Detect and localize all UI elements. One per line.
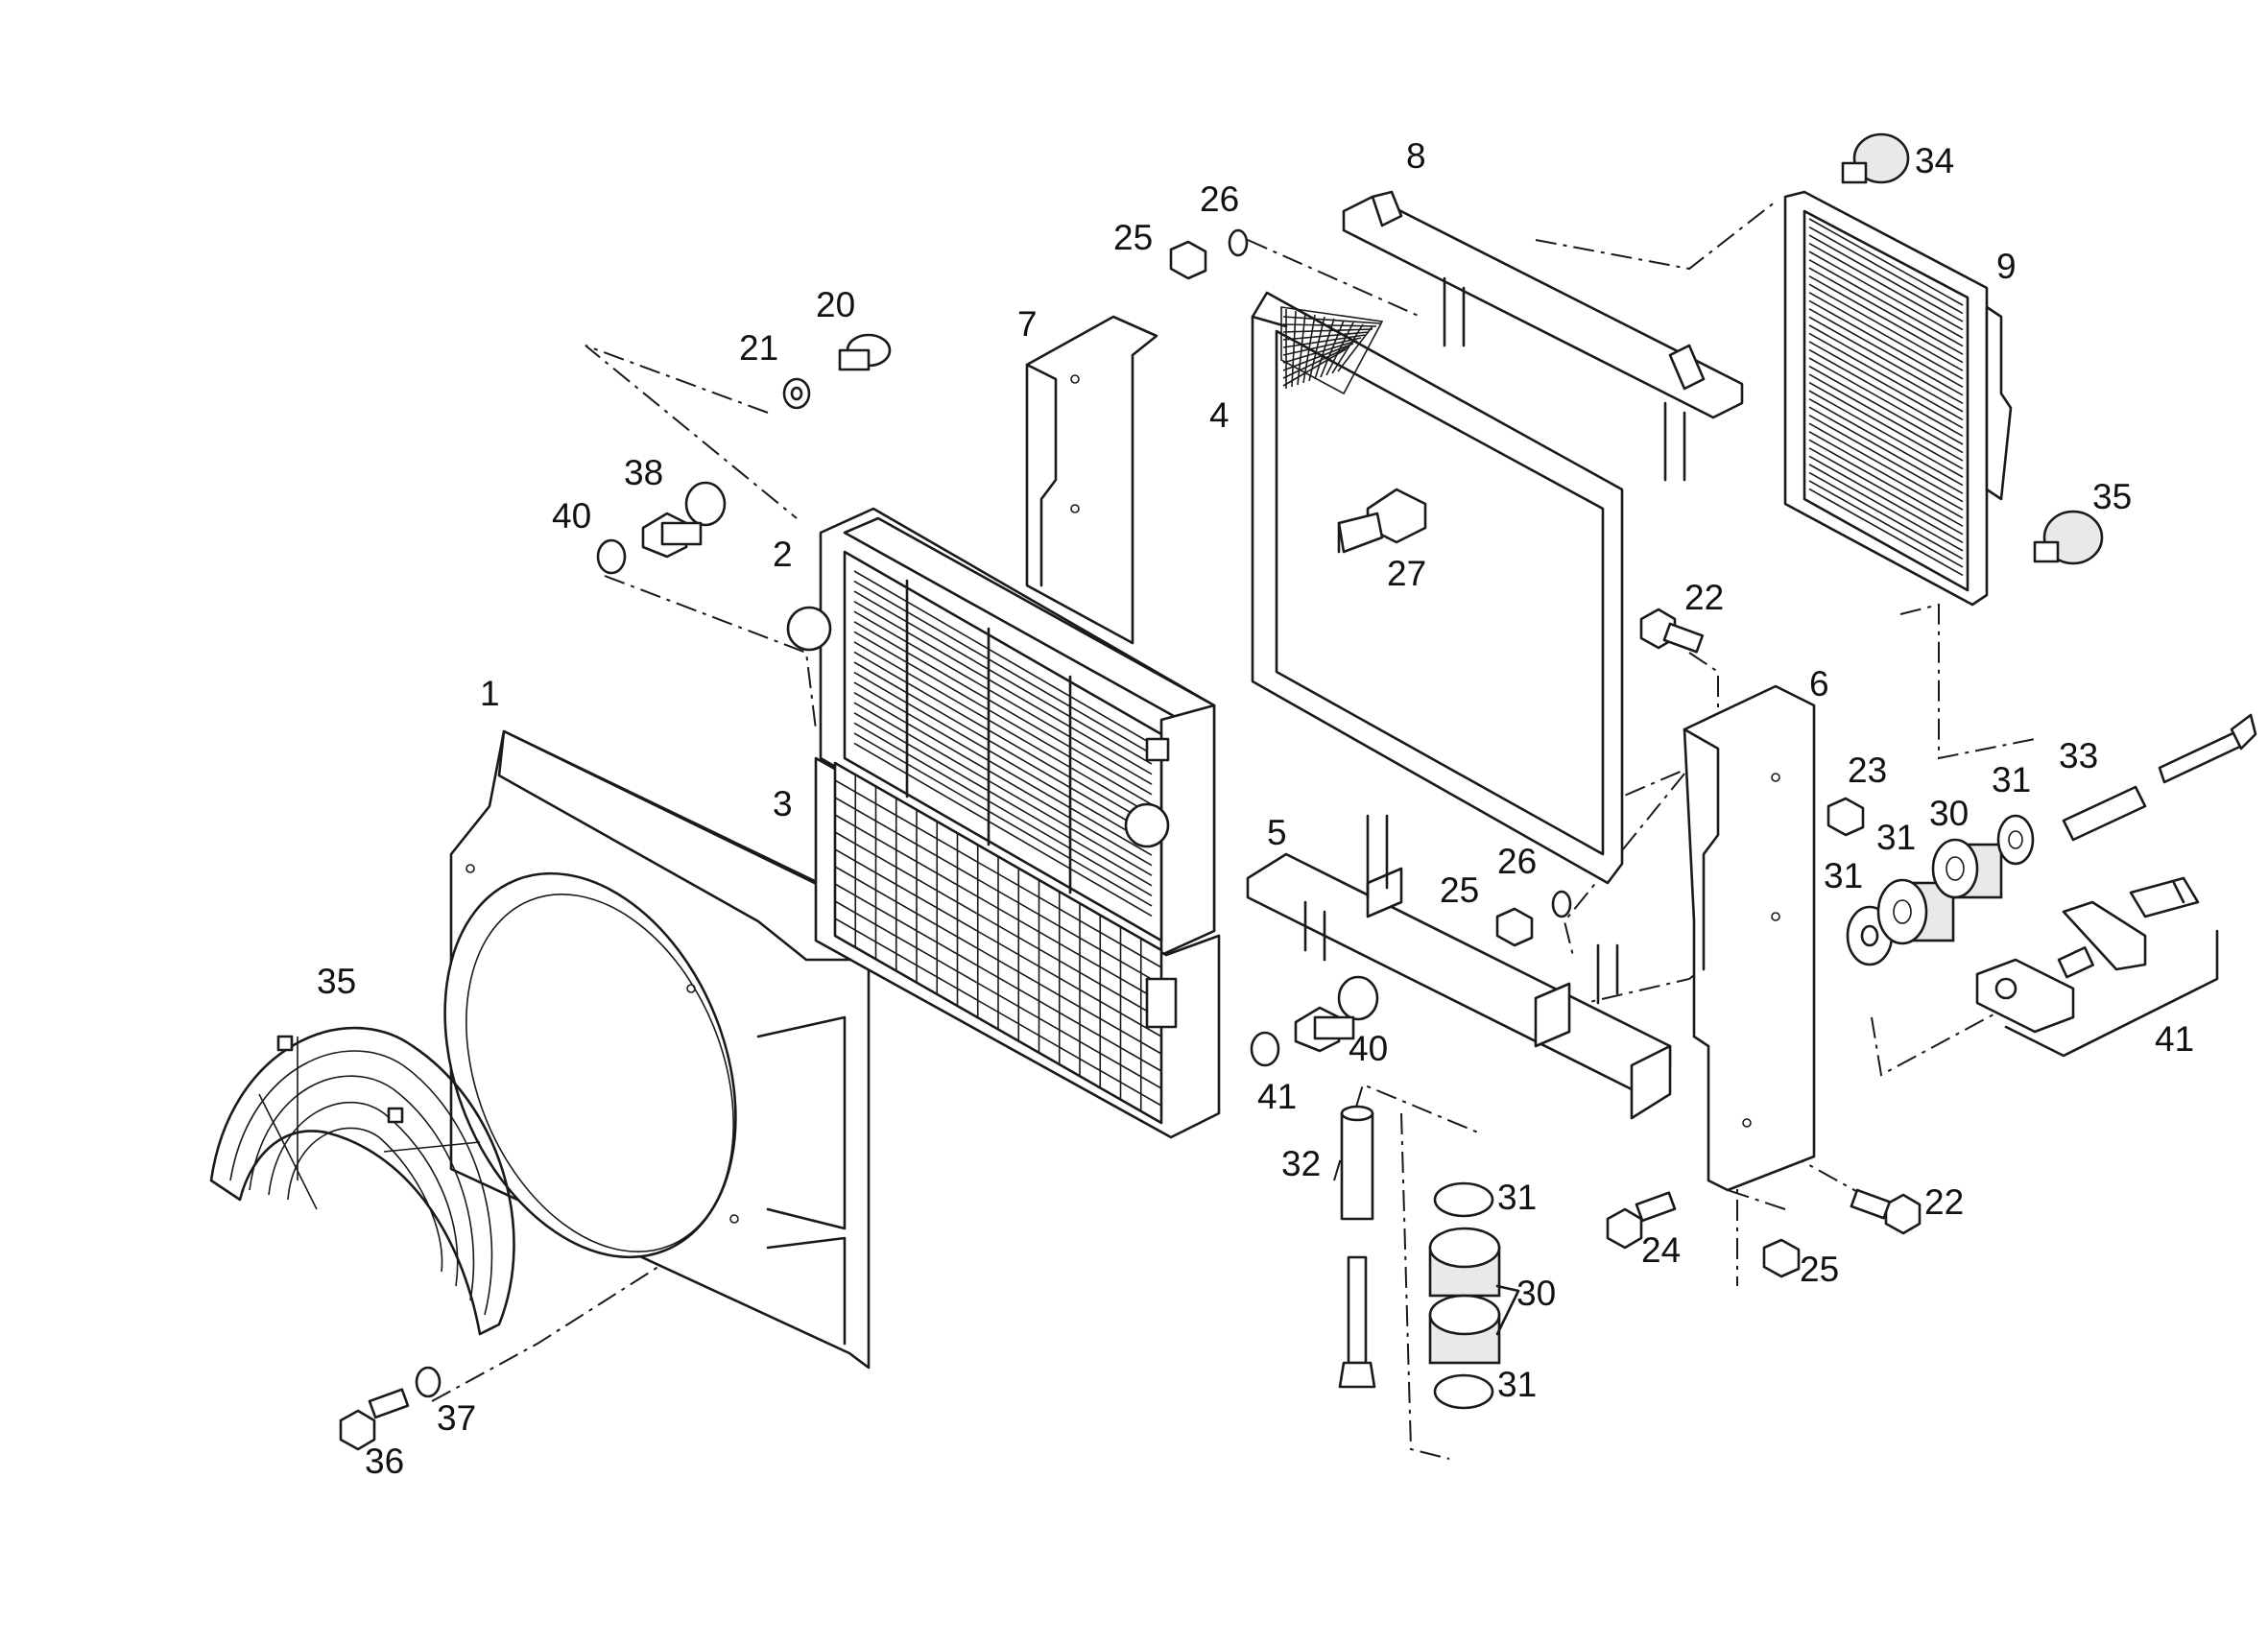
callout-label: 40 bbox=[1349, 1029, 1388, 1068]
callout-label: 2 bbox=[773, 535, 793, 574]
callout-label: 31 bbox=[1497, 1365, 1537, 1404]
part-35-mount bbox=[1841, 132, 1910, 184]
callout-label: 21 bbox=[739, 328, 778, 368]
callout-label: 30 bbox=[1929, 794, 1969, 833]
callout-label: 5 bbox=[1267, 813, 1287, 852]
callout-label: 40 bbox=[552, 496, 591, 536]
part-31-washer bbox=[1433, 1181, 1494, 1218]
part-37-bolt bbox=[339, 1388, 410, 1451]
part-1-fan-shroud bbox=[443, 729, 871, 1370]
part-27-bolt bbox=[1337, 488, 1427, 554]
part-2-radiator bbox=[786, 507, 1216, 957]
part-26-lock-washer bbox=[1228, 228, 1249, 257]
callout-label: 31 bbox=[1876, 818, 1916, 857]
callout-label: 9 bbox=[1996, 247, 2017, 286]
callout-label: 31 bbox=[1497, 1178, 1537, 1217]
part-30-bushing bbox=[1931, 838, 2003, 899]
part-7-left-support bbox=[1025, 315, 1158, 645]
callout-label: 3 bbox=[773, 784, 793, 823]
callout-label: 38 bbox=[624, 453, 663, 492]
callout-labels: 1 2 3 4 5 6 7 8 9 20 21 22 22 23 24 25 2… bbox=[317, 136, 2194, 1481]
part-22-bolt bbox=[1850, 1188, 1922, 1235]
part-22-bolt bbox=[1639, 608, 1705, 654]
callout-label: 25 bbox=[1113, 218, 1153, 257]
part-41-washer bbox=[1250, 1031, 1280, 1067]
part-23-nut bbox=[1826, 797, 1865, 837]
part-41-washer bbox=[596, 538, 627, 575]
callout-label: 4 bbox=[1209, 395, 1229, 435]
part-3-grille bbox=[814, 756, 1221, 1139]
part-31-washer-hole bbox=[2008, 830, 2023, 849]
part-45-clamp-kit bbox=[1975, 876, 2200, 1034]
part-40-fitting bbox=[1294, 975, 1379, 1053]
part-30-bushing bbox=[1876, 878, 1955, 945]
callout-label: 41 bbox=[1257, 1077, 1297, 1116]
bolt-vertical bbox=[1338, 1255, 1376, 1389]
part-9-oil-cooler bbox=[1783, 190, 2013, 607]
part-24-bolt bbox=[1606, 1191, 1677, 1250]
callout-label: 31 bbox=[1992, 760, 2031, 799]
callout-label: 35 bbox=[317, 962, 356, 1001]
callout-label: 20 bbox=[816, 285, 855, 324]
part-6-right-support bbox=[1683, 684, 1816, 1192]
callout-label: 33 bbox=[2059, 736, 2098, 775]
callout-label: 30 bbox=[1516, 1274, 1556, 1313]
callout-label: 37 bbox=[437, 1398, 476, 1438]
part-26-lock-washer bbox=[1551, 890, 1572, 918]
part-36-fan-guard bbox=[209, 1026, 515, 1336]
callout-label: 35 bbox=[2092, 477, 2132, 516]
callout-label: 26 bbox=[1200, 179, 1239, 219]
part-20-plug bbox=[838, 333, 892, 371]
bolt-long bbox=[2158, 713, 2257, 784]
callout-label: 24 bbox=[1641, 1230, 1681, 1270]
part-4-mesh-frame bbox=[1251, 291, 1624, 885]
part-25-nut bbox=[1169, 240, 1207, 280]
callout-label: 6 bbox=[1809, 664, 1829, 703]
part-30-bushing bbox=[1428, 1227, 1501, 1298]
callout-label: 23 bbox=[1848, 751, 1887, 790]
callout-label: 8 bbox=[1406, 136, 1426, 176]
part-38-washer bbox=[415, 1366, 442, 1398]
part-31-washer bbox=[1996, 814, 2035, 866]
callout-label: 22 bbox=[1684, 578, 1724, 617]
hardware bbox=[339, 132, 2257, 1451]
callout-label: 1 bbox=[480, 674, 500, 713]
callout-label: 32 bbox=[1281, 1144, 1321, 1183]
part-5-lower-bracket bbox=[1246, 814, 1672, 1120]
part-34-sleeve bbox=[2062, 785, 2147, 842]
callout-label: 22 bbox=[1924, 1182, 1964, 1222]
part-40-fitting bbox=[641, 481, 727, 559]
part-25-nut bbox=[1495, 907, 1534, 947]
part-8-upper-bracket bbox=[1342, 190, 1744, 482]
callout-label: 41 bbox=[2155, 1019, 2194, 1059]
callout-label: 25 bbox=[1800, 1250, 1839, 1289]
part-31-washer bbox=[1433, 1373, 1494, 1410]
part-33-spacer bbox=[1340, 1105, 1374, 1221]
part-21-washer-hole bbox=[790, 386, 803, 401]
callout-label: 36 bbox=[365, 1442, 404, 1481]
callout-label: 27 bbox=[1387, 554, 1426, 593]
part-31-washer-hole bbox=[1860, 924, 1879, 947]
callout-label: 34 bbox=[1915, 141, 1954, 180]
part-25-nut bbox=[1762, 1238, 1801, 1278]
callout-label: 7 bbox=[1017, 304, 1038, 344]
callout-label: 31 bbox=[1824, 856, 1863, 895]
part-30-bushing bbox=[1428, 1294, 1501, 1365]
part-35-mount bbox=[2033, 510, 2104, 565]
callout-label: 26 bbox=[1497, 842, 1537, 881]
callout-label: 25 bbox=[1440, 870, 1479, 910]
